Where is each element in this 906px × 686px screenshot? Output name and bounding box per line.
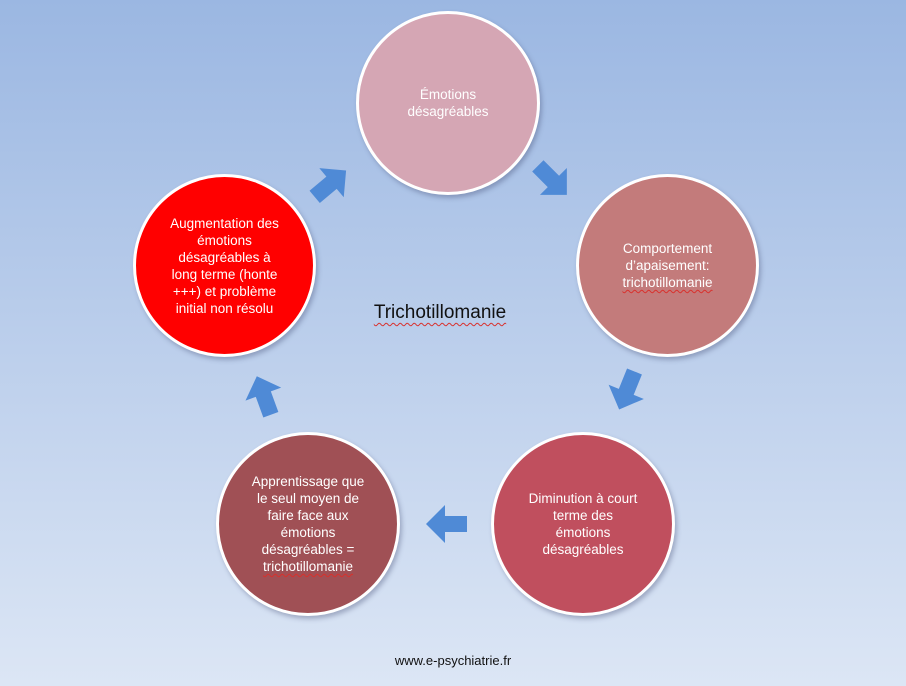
node-line: Apprentissage que (251, 474, 365, 489)
node-augmentation-long-terme: Augmentation des émotions désagréables à… (133, 174, 316, 357)
center-title: Trichotillomanie (373, 302, 507, 323)
arrow-comportement-to-diminution (604, 368, 650, 412)
node-augmentation-text: Augmentation des émotions désagréables à… (155, 215, 295, 317)
node-line: désagréables (542, 542, 624, 557)
arrow-apprentissage-to-augmentation (241, 374, 287, 418)
node-diminution-court-terme: Diminution à court terme des émotions dé… (491, 432, 675, 616)
node-line: émotions (280, 525, 336, 540)
node-line: le seul moyen de (256, 491, 360, 506)
arrow-emotions-to-comportement (529, 158, 575, 202)
arrow-augmentation-to-emotions (307, 162, 353, 206)
node-line: désagréables à (178, 249, 271, 265)
node-line: d’apaisement: (625, 258, 710, 273)
arrow-right-icon (309, 168, 347, 203)
node-emotions-text: Émotions désagréables (383, 86, 513, 120)
node-line: +++) et problème (172, 283, 277, 299)
node-line: Comportement (622, 241, 713, 256)
node-diminution-text: Diminution à court terme des émotions dé… (518, 490, 648, 558)
arrow-right-icon (245, 376, 282, 418)
node-line: Émotions (419, 87, 477, 102)
arrow-diminution-to-apprentissage (424, 502, 470, 546)
arrow-right-icon (426, 505, 467, 543)
node-line: émotions (555, 525, 611, 540)
node-line: faire face aux (267, 508, 349, 523)
arrow-right-icon (608, 368, 644, 410)
arrow-right-icon (532, 160, 567, 195)
node-apprentissage-text: Apprentissage que le seul moyen de faire… (244, 473, 372, 575)
node-underlined-term: trichotillomanie (262, 559, 354, 574)
node-line: Diminution à court (528, 491, 638, 506)
node-underlined-term: trichotillomanie (622, 275, 713, 290)
node-line: désagréables = (261, 542, 355, 557)
node-line: initial non résolu (175, 300, 274, 316)
node-line: terme des (552, 508, 614, 523)
node-line: Augmentation des (170, 215, 279, 231)
node-line: désagréables (407, 104, 489, 119)
node-emotions-desagreables: Émotions désagréables (356, 11, 540, 195)
node-comportement-text: Comportement d’apaisement: trichotilloma… (603, 240, 733, 291)
source-url: www.e-psychiatrie.fr (394, 653, 512, 668)
node-apprentissage: Apprentissage que le seul moyen de faire… (216, 432, 400, 616)
node-comportement-apaisement: Comportement d’apaisement: trichotilloma… (576, 174, 759, 357)
node-line: émotions (197, 232, 252, 248)
node-line: long terme (honte (171, 266, 278, 282)
